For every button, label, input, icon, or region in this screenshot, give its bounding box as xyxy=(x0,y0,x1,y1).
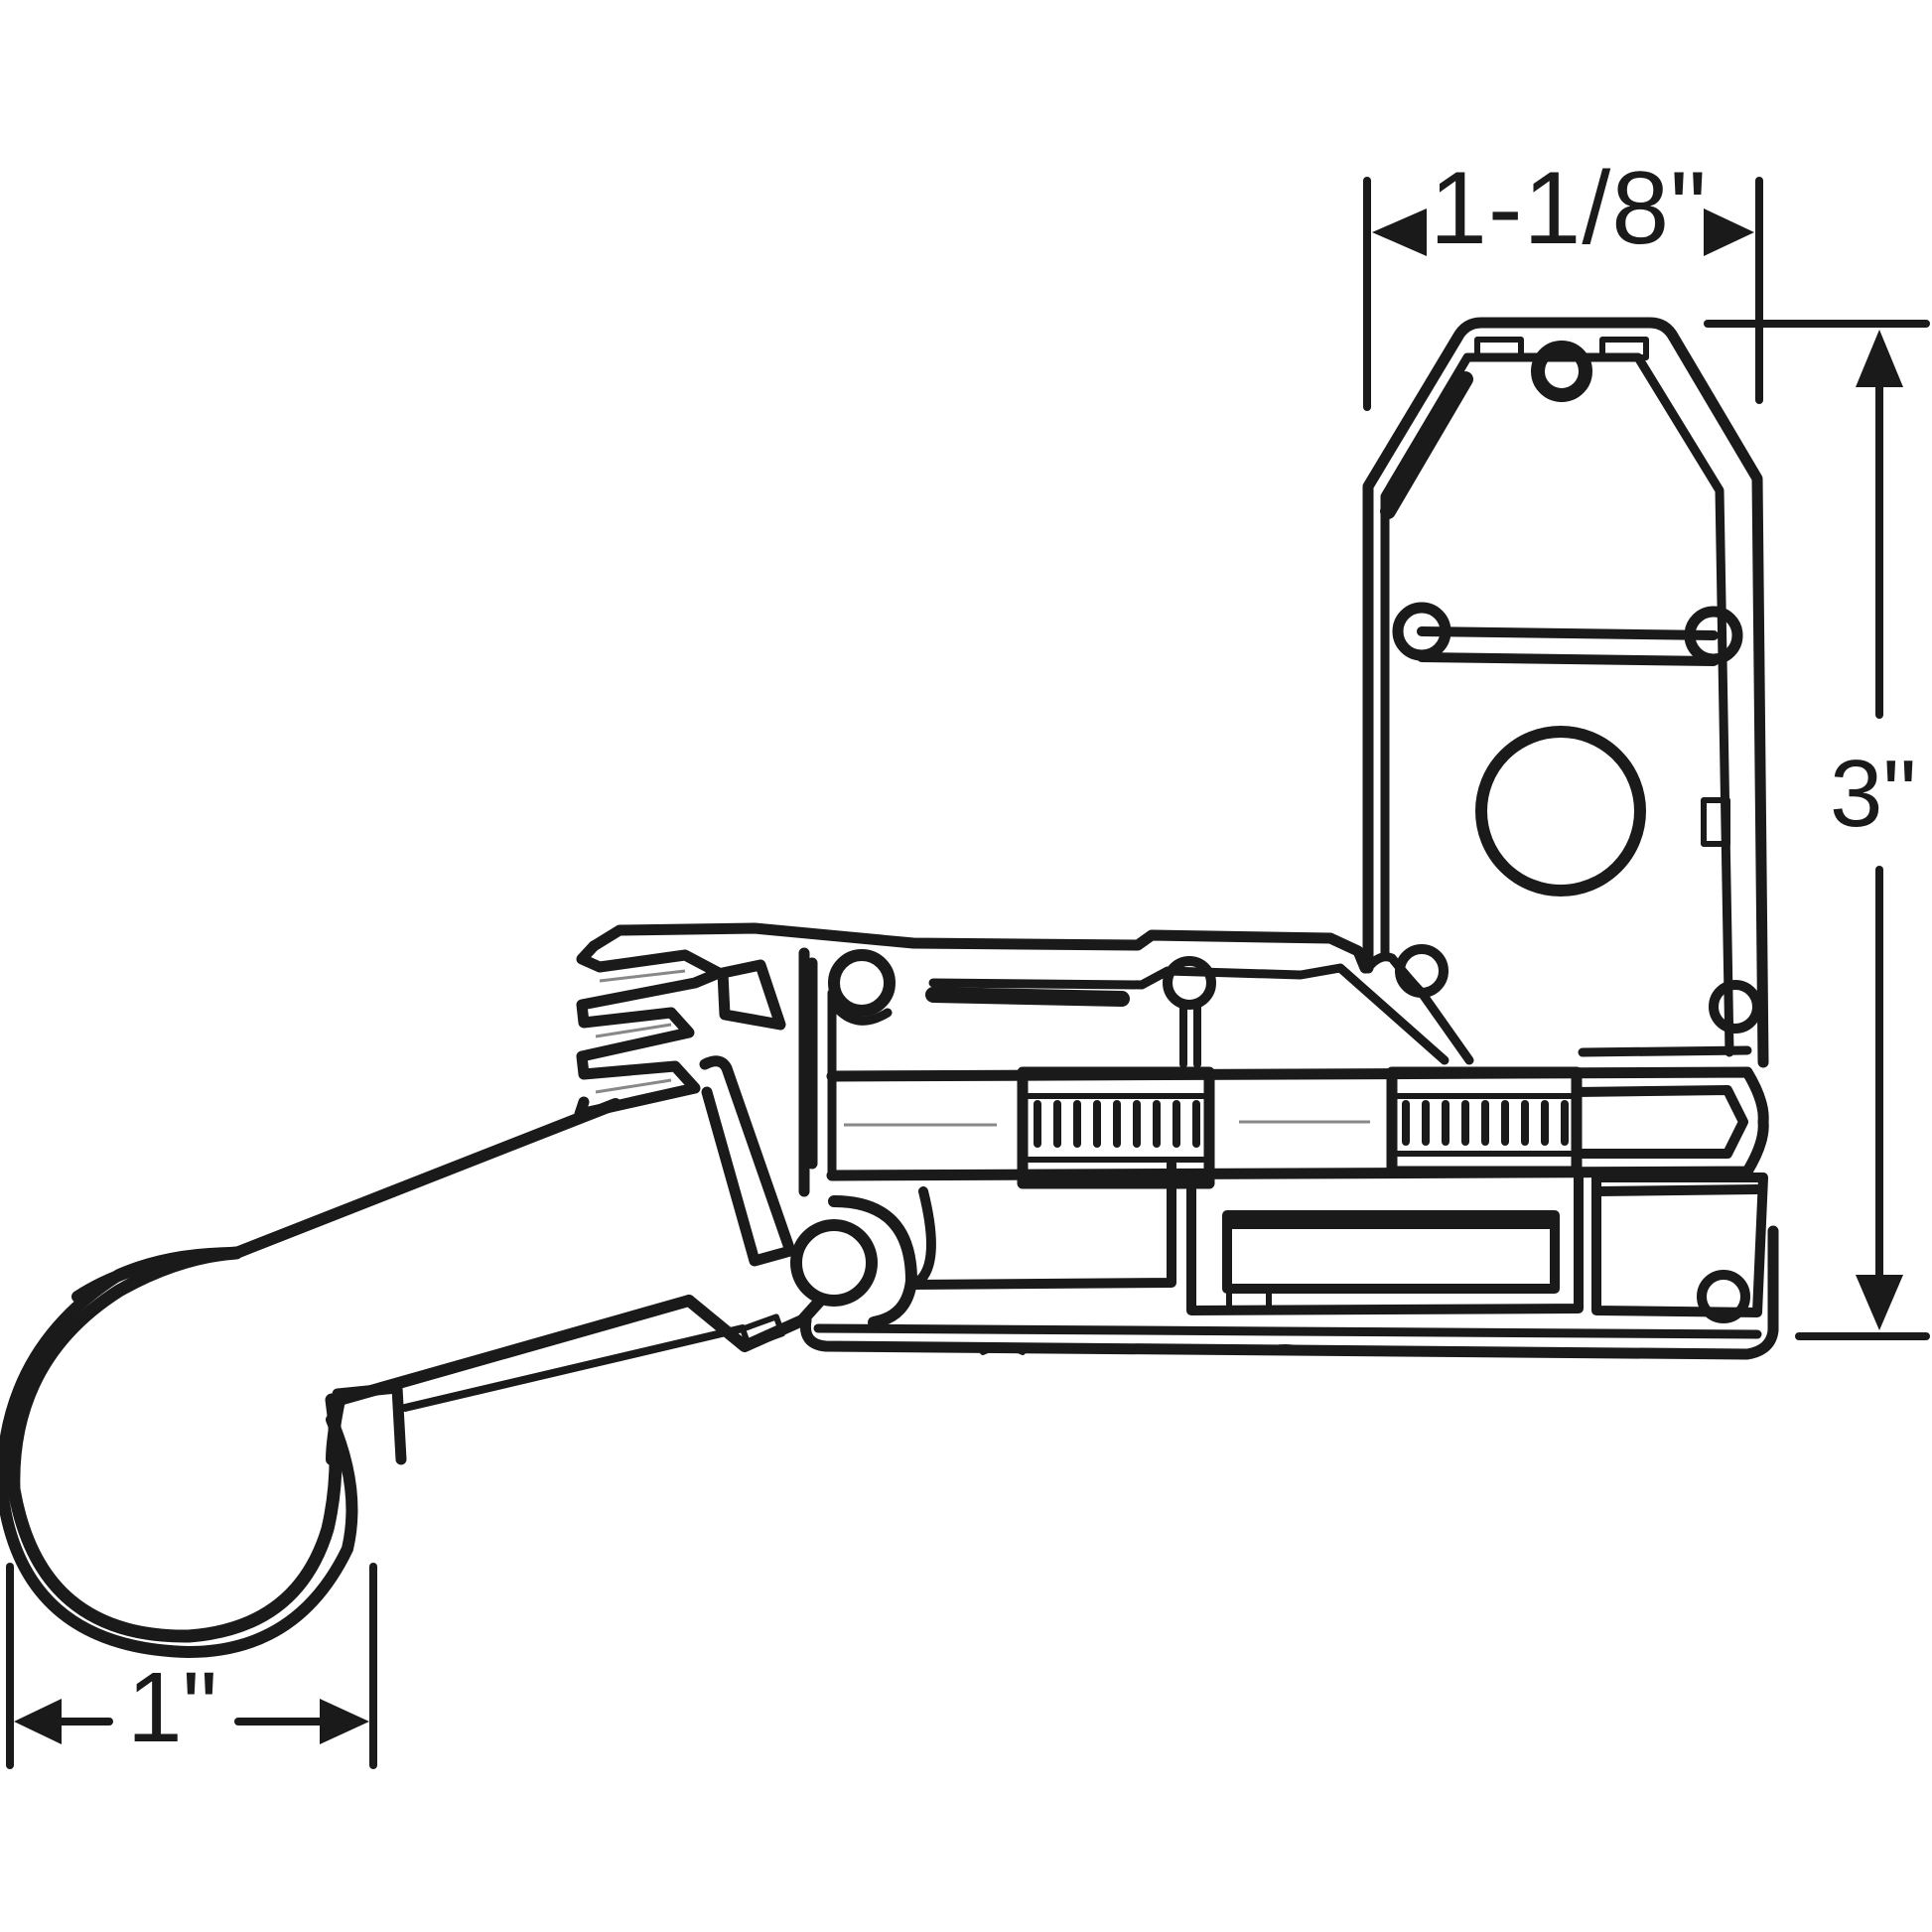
arrow-right-icon xyxy=(1704,208,1754,256)
dimension-label-height: 3" xyxy=(1830,741,1917,847)
lower-body xyxy=(588,922,1779,1360)
spring-rod xyxy=(826,1045,1769,1189)
arrow-down-icon xyxy=(1856,1275,1903,1330)
pivot-ring xyxy=(790,1219,878,1307)
coil-turns xyxy=(1402,1100,1569,1146)
handle-hook xyxy=(7,1246,343,1643)
spring-fingers xyxy=(574,940,810,1267)
coil-turns xyxy=(1034,1100,1200,1148)
dimension-label-width-bottom: 1" xyxy=(127,1652,218,1763)
dimension-label-width-top: 1-1/8" xyxy=(1430,151,1708,266)
arrow-left-icon xyxy=(14,1699,62,1744)
arrow-left-icon xyxy=(1372,208,1427,256)
central-hole xyxy=(1475,726,1646,897)
arrow-up-icon xyxy=(1856,330,1903,387)
dimension-right xyxy=(1704,320,1930,1340)
upper-housing xyxy=(1362,317,1769,1068)
dimension-top xyxy=(1363,177,1763,411)
lever-arm xyxy=(0,1098,826,1658)
dimension-bottom xyxy=(6,1563,377,1769)
arrow-right-icon xyxy=(320,1699,369,1744)
